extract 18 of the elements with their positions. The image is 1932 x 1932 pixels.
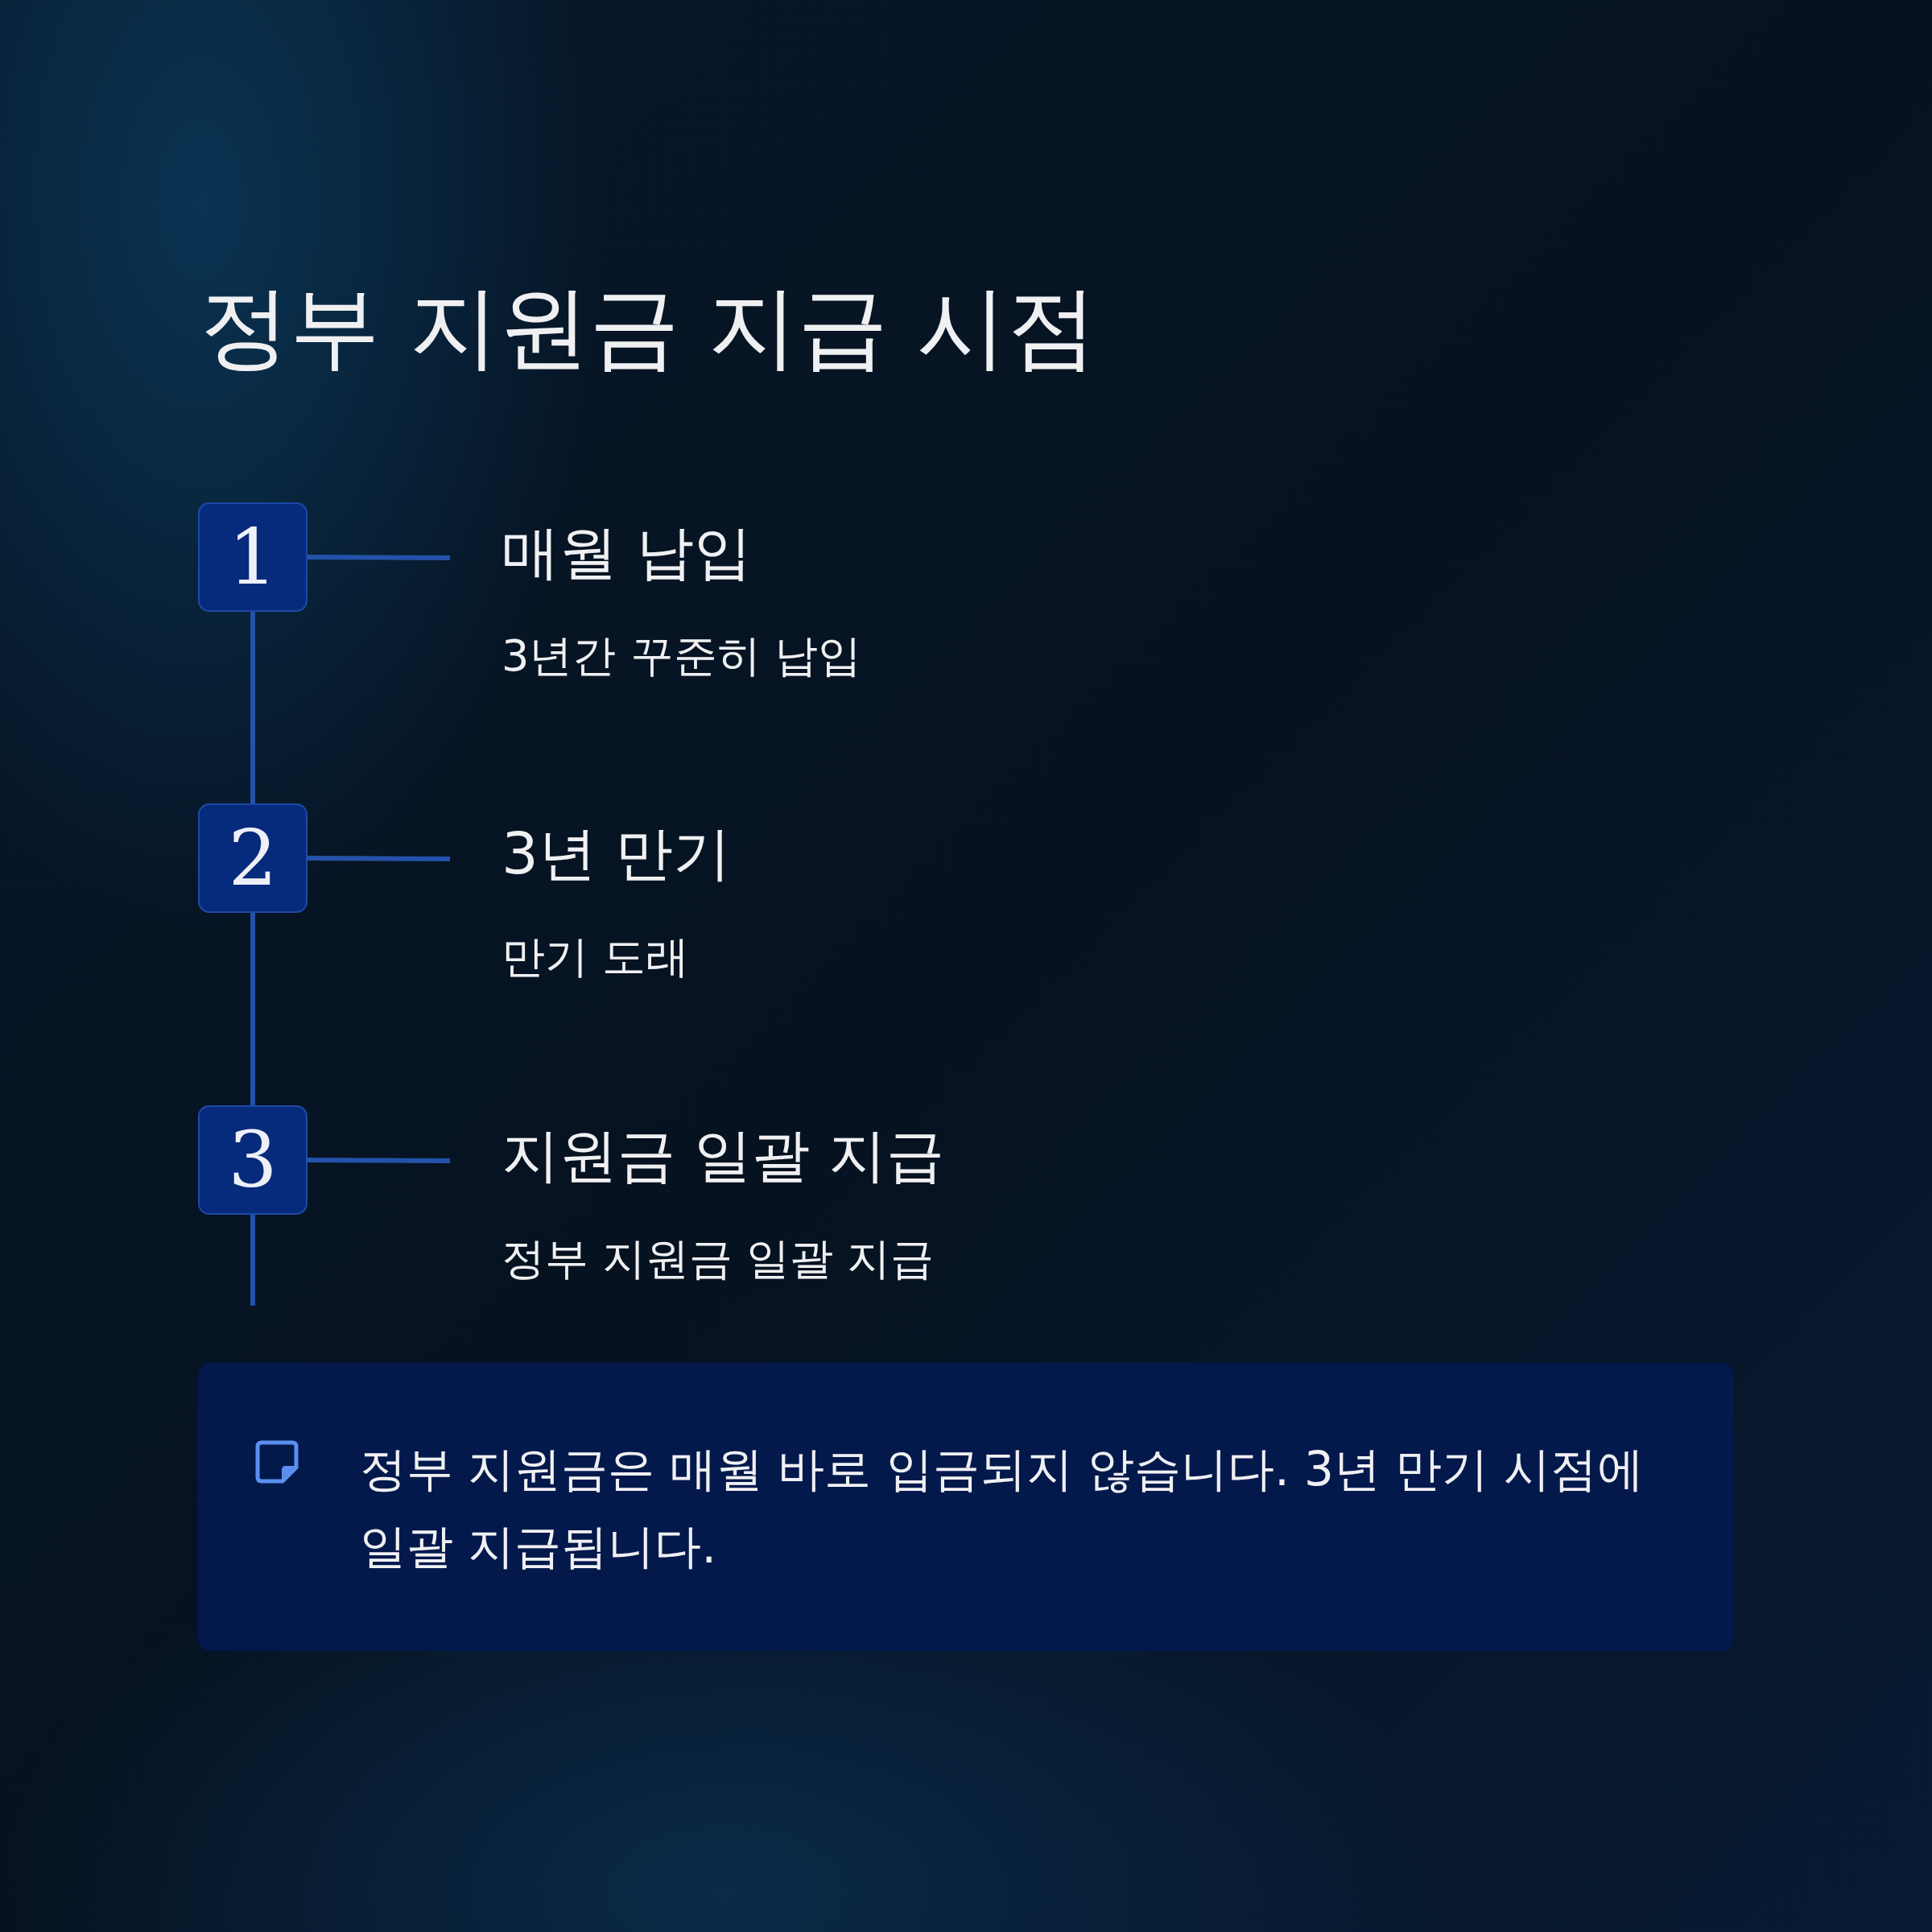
connector-line (307, 555, 451, 560)
step-number-box: 2 (198, 803, 308, 913)
step-description: 만기 도래 (502, 935, 690, 979)
step-heading: 지원금 일괄 지급 (502, 1126, 944, 1184)
connector-line (250, 612, 255, 803)
title: 정부 지원금 지급 시점 (200, 282, 1097, 372)
step-description: 3년간 꾸준히 납입 (502, 634, 861, 678)
connector-line (250, 1215, 255, 1306)
step-heading: 매월 납입 (502, 523, 752, 581)
connector-line (307, 1158, 451, 1163)
step-description: 정부 지원금 일괄 지급 (502, 1237, 935, 1281)
step-heading: 3년 만기 (502, 824, 731, 882)
connector-line (307, 856, 451, 861)
connector-line (250, 913, 255, 1105)
step-number-box: 1 (198, 502, 308, 612)
note-card (198, 1363, 1734, 1651)
note-text: 정부 지원금은 매월 바로 입금되지 않습니다. 3년 만기 시점에 일괄 지급됩니다. (360, 1441, 1645, 1575)
step-number-box: 3 (198, 1105, 308, 1215)
